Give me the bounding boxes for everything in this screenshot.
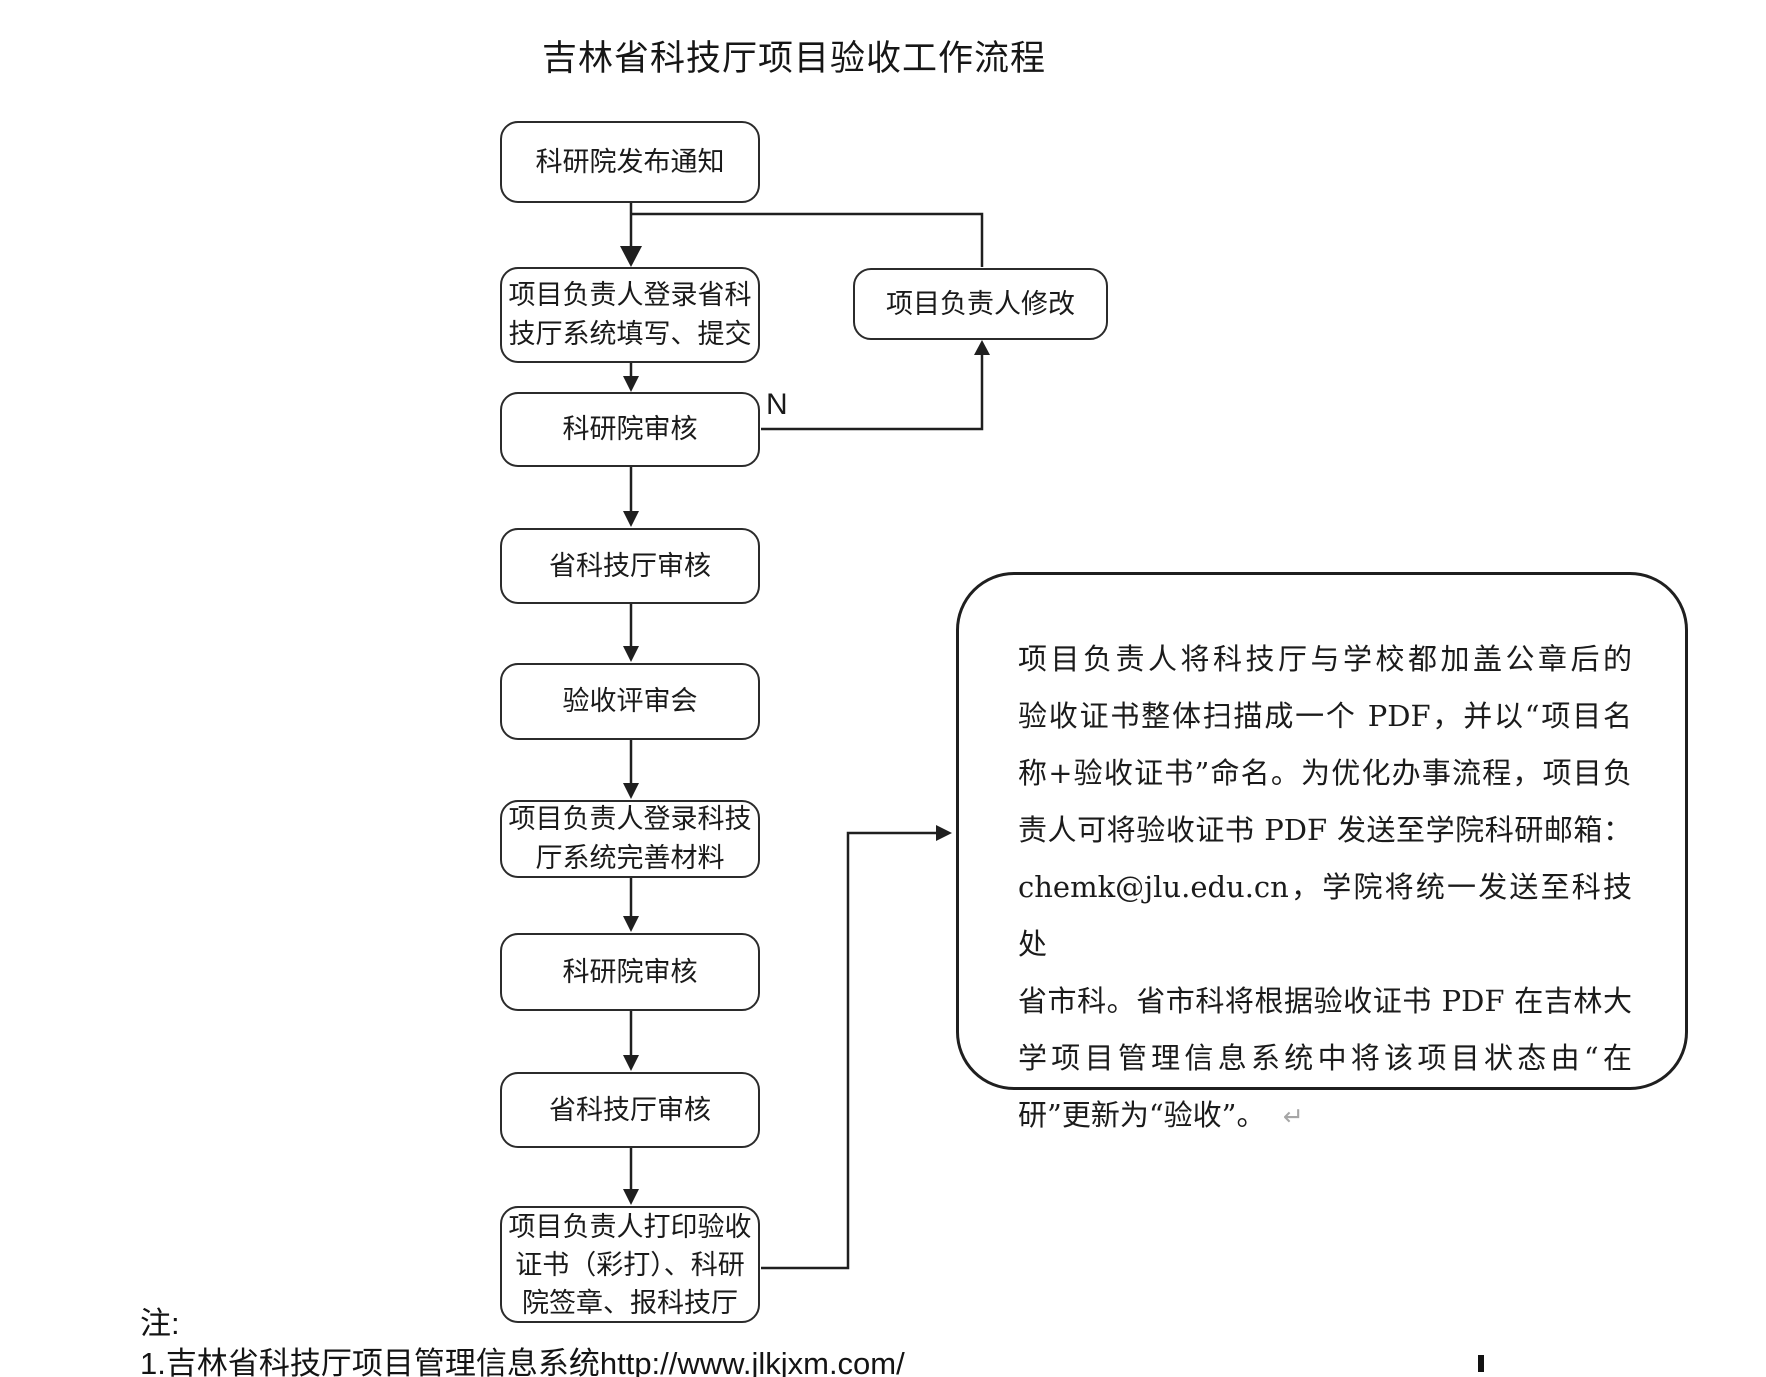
annotation-line: 称+验收证书”命名。为优化办事流程，项目负 [1018,756,1632,790]
connector-review-n-branch [761,355,984,431]
annotation-line: 验收证书整体扫描成一个 PDF，并以“项目名 [1018,699,1632,733]
flow-step-leader-modify: 项目负责人修改 [853,268,1108,340]
flow-step-leader-submit: 项目负责人登录省科 技厅系统填写、提交 [500,267,760,363]
arrowhead-into-step7 [623,916,639,932]
flow-step-institute-review-1: 科研院审核 [500,392,760,467]
annotation-line: 省市科。省市科将根据验收证书 PDF 在吉林大 [1018,984,1632,1018]
annotation-line: 学项目管理信息系统中将该项目状态由“在 [1018,1041,1632,1075]
page-title: 吉林省科技厅项目验收工作流程 [541,39,1046,78]
annotation-line: 责人可将验收证书 PDF 发送至学院科研邮箱： [1018,813,1632,847]
annotation-box: 项目负责人将科技厅与学校都加盖公章后的 验收证书整体扫描成一个 PDF，并以“项… [956,572,1688,1132]
arrowhead-into-annotation [936,825,952,841]
paragraph-return-mark: ↵ [1282,1102,1304,1131]
arrowhead-into-step2 [620,246,642,267]
notes-heading: 注: [140,1306,180,1341]
flow-step-publish-notice: 科研院发布通知 [500,121,760,203]
flow-step-acceptance-meeting: 验收评审会 [500,663,760,740]
annotation-line-text: 研”更新为“验收”。 [1018,1098,1266,1132]
flow-step-provincial-review-1: 省科技厅审核 [500,528,760,604]
arrowhead-into-step9 [623,1189,639,1205]
arrowhead-into-modify [974,340,990,355]
flow-step-print-certificate: 项目负责人打印验收 证书（彩打）、科研 院签章、报科技厅 [500,1206,760,1323]
flow-step-leader-complete-materials: 项目负责人登录科技 厅系统完善材料 [500,800,760,878]
arrowhead-into-step8 [623,1055,639,1071]
arrowhead-into-step3 [623,376,639,392]
connector-step9-annotation [761,831,936,1270]
branch-label-n: N [766,388,788,421]
cursor-mark [1478,1355,1484,1372]
connector-modify-return [631,212,984,267]
arrowhead-into-step5 [623,646,639,662]
flow-step-institute-review-2: 科研院审核 [500,933,760,1011]
annotation-line: 项目负责人将科技厅与学校都加盖公章后的 [1018,642,1632,676]
annotation-line: 研”更新为“验收”。 ↵ [1018,1087,1632,1145]
arrowhead-into-step6 [623,783,639,799]
flow-step-provincial-review-2: 省科技厅审核 [500,1072,760,1148]
notes-item-system-url: 1.吉林省科技厅项目管理信息系统http://www.jlkjxm.com/ [140,1346,905,1377]
annotation-line: chemk@jlu.edu.cn，学院将统一发送至科技处 [1018,870,1632,961]
arrowhead-into-step4 [623,511,639,527]
